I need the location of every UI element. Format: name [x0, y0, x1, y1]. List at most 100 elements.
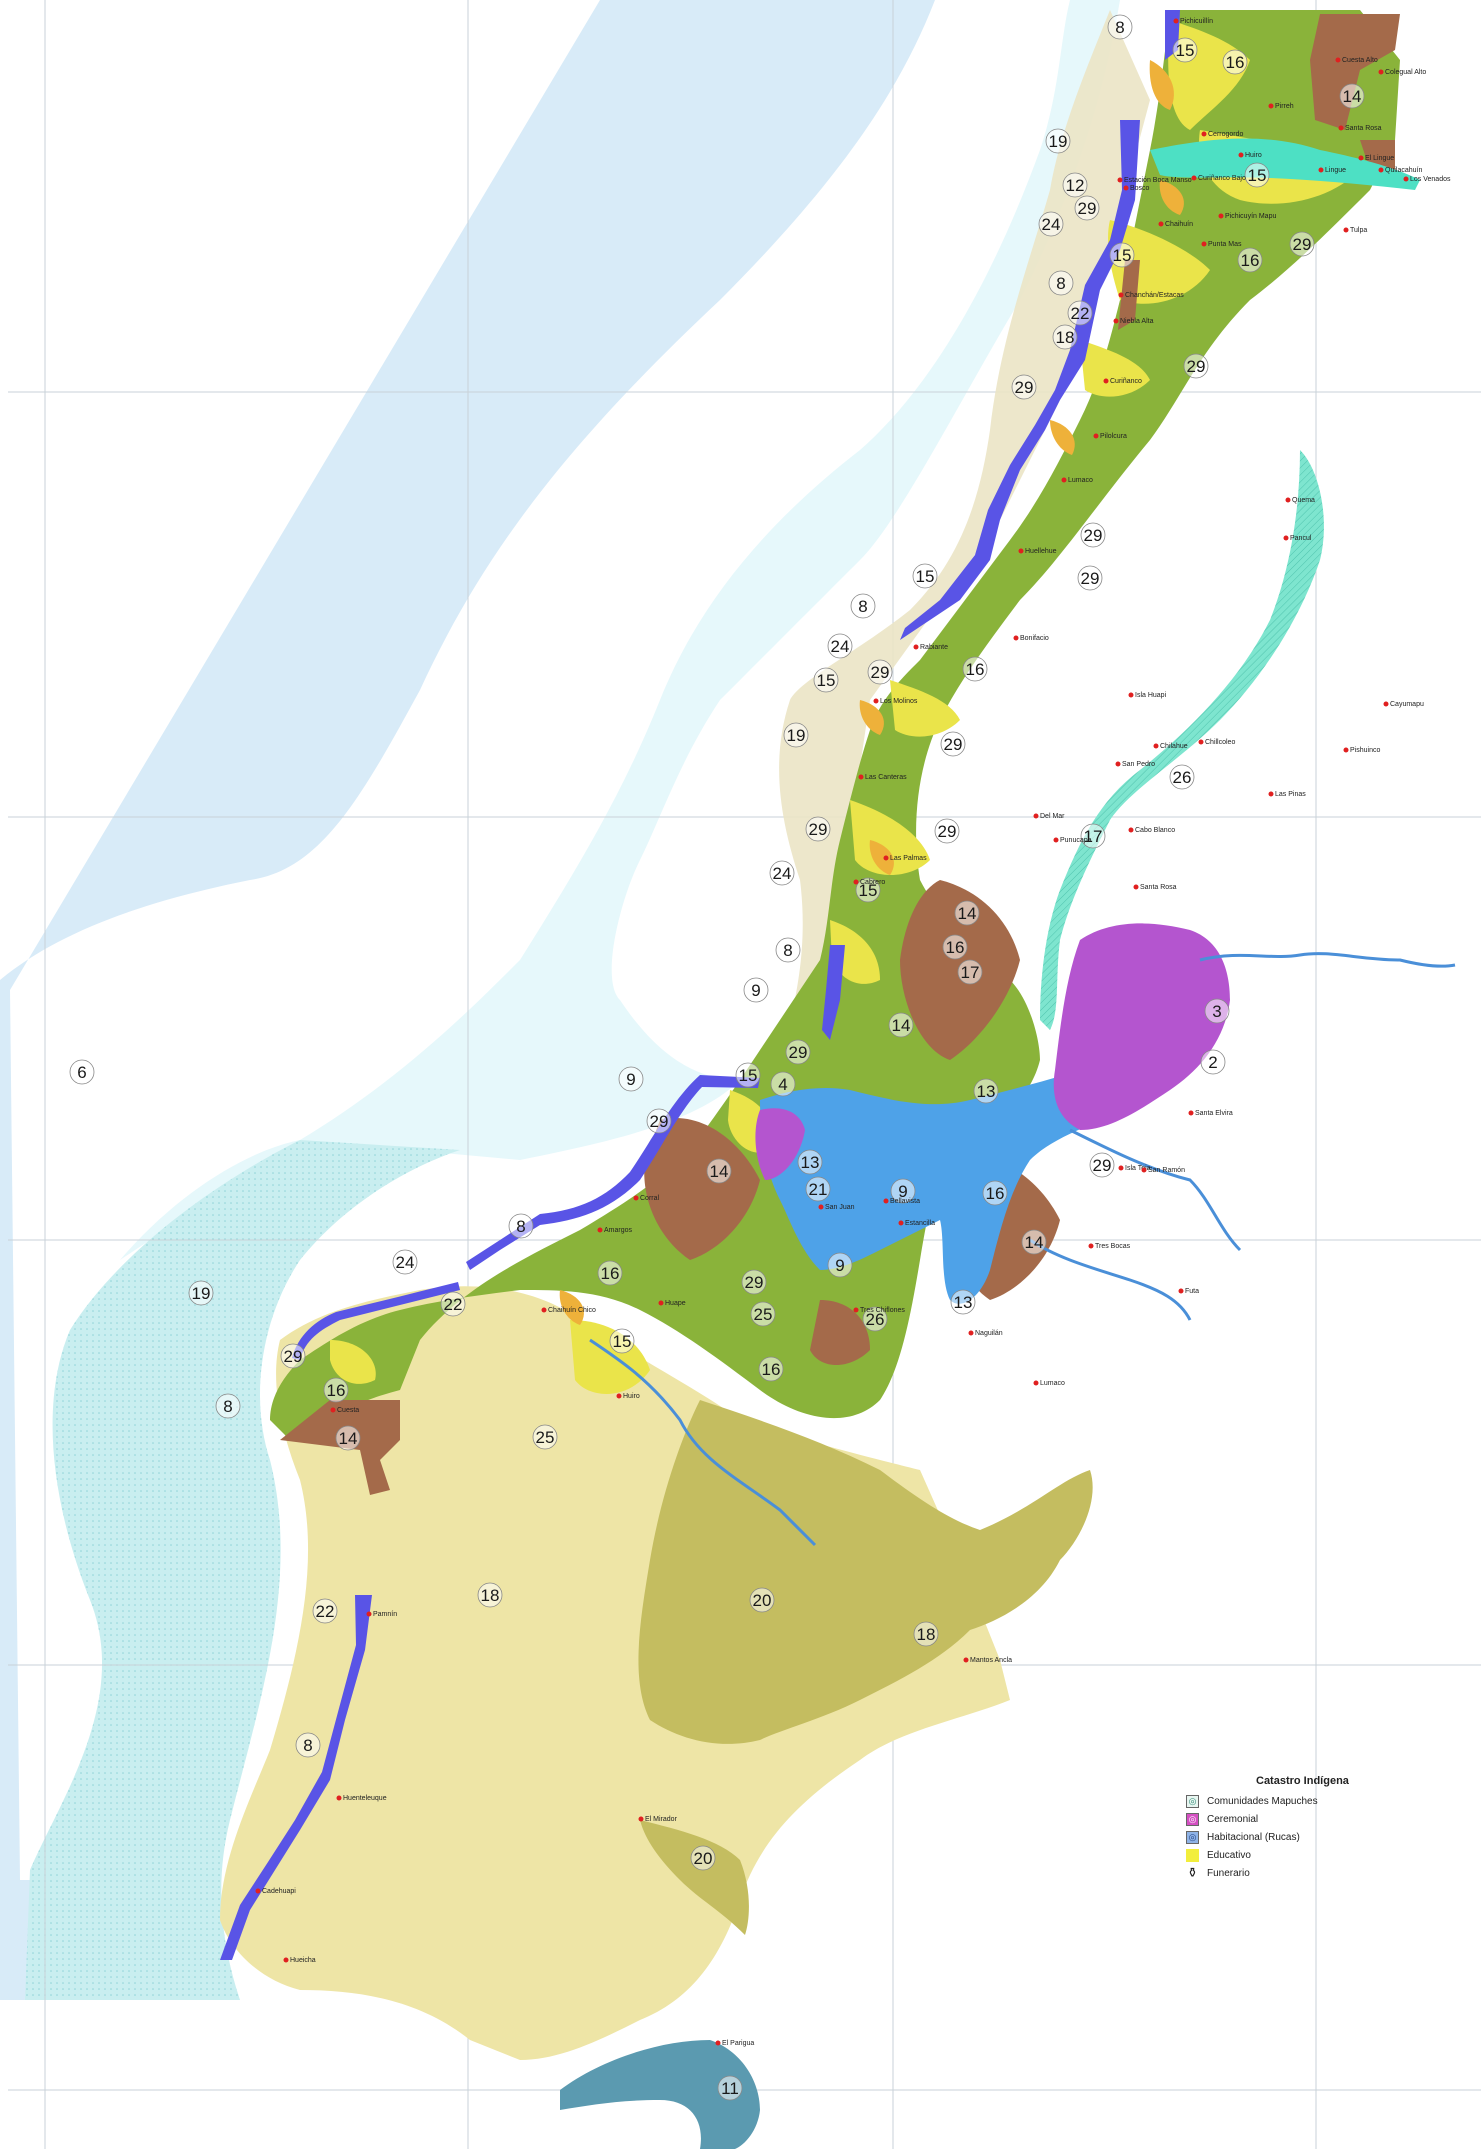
place-name: San Pedro — [1115, 761, 1155, 768]
zone-label-z19a: 19 — [1045, 128, 1071, 154]
zone-label-marker — [1074, 195, 1100, 221]
zone-label-marker — [775, 937, 801, 963]
zone-label-marker — [1109, 242, 1135, 268]
place-name: Punta Mas — [1201, 241, 1242, 248]
zone-label-marker — [1204, 998, 1230, 1024]
zone-label-z21: 21 — [805, 1176, 831, 1202]
zone-label-z15g: 15 — [735, 1062, 761, 1088]
place-dot — [898, 1220, 904, 1226]
place-dot — [1118, 1165, 1124, 1171]
zone-label-z22b: 22 — [440, 1291, 466, 1317]
place-name-text: San Ramón — [1148, 1167, 1185, 1174]
place-name: Cuesta Alto — [1335, 57, 1378, 64]
zone-label-z11: 11 — [717, 2075, 743, 2101]
zone-label-z14b: 14 — [954, 900, 980, 926]
place-name: Cabrero — [853, 879, 885, 886]
zone-label-z12: 12 — [1062, 172, 1088, 198]
zone-label-z8b: 8 — [1048, 270, 1074, 296]
zone-label-text: 20 — [694, 1849, 713, 1868]
hill-zone-20-south — [640, 1820, 749, 1935]
legend-item-dwelling: ◎ Habitacional (Rucas) — [1186, 1828, 1356, 1846]
zone-label-z8f: 8 — [215, 1393, 241, 1419]
place-name-text: Cabrero — [860, 879, 885, 886]
zone-label-text: 15 — [916, 567, 935, 586]
place-name-text: Lumaco — [1040, 1380, 1065, 1387]
zone-label-marker — [827, 633, 853, 659]
zone-label-z29g: 29 — [867, 659, 893, 685]
zone-label-marker — [188, 1280, 214, 1306]
zone-label-marker — [813, 667, 839, 693]
zone-label-z15e: 15 — [813, 667, 839, 693]
place-name-text: Huellehue — [1025, 548, 1057, 555]
place-name: El Mirador — [638, 1816, 678, 1823]
place-name: Niebla Alta — [1113, 318, 1154, 325]
zone-label-z29i: 29 — [805, 816, 831, 842]
zone-label-z20b: 20 — [690, 1845, 716, 1871]
legend-item-communities: ◎ Comunidades Mapuches — [1186, 1792, 1356, 1810]
zone-label-z29h: 29 — [940, 731, 966, 757]
legend-item-ceremonial: ◎ Ceremonial — [1186, 1810, 1356, 1828]
place-dot — [1318, 167, 1324, 173]
zone-label-z8c: 8 — [850, 593, 876, 619]
zone-label-marker — [783, 722, 809, 748]
legend-label: Funerario — [1207, 1867, 1250, 1879]
place-dot — [818, 1204, 824, 1210]
place-dot — [283, 1957, 289, 1963]
place-name-text: Chanchán/Estacas — [1125, 292, 1184, 299]
zone-label-text: 16 — [946, 938, 965, 957]
zone-label-z29c: 29 — [1183, 353, 1209, 379]
place-name-text: Tres Chiflones — [860, 1307, 905, 1314]
zone-label-z16c: 16 — [962, 656, 988, 682]
place-dot — [853, 1307, 859, 1313]
place-name: San Juan — [818, 1204, 855, 1211]
place-name-text: Cabo Blanco — [1135, 827, 1175, 834]
place-dot — [1141, 1167, 1147, 1173]
place-name: Lumaco — [1061, 477, 1093, 484]
place-name: Bosco — [1123, 185, 1150, 192]
place-name: Los Venados — [1403, 176, 1451, 183]
map-legend: Catastro Indígena ◎ Comunidades Mapuches… — [1186, 1775, 1356, 1882]
place-name-text: Pilolcura — [1100, 433, 1127, 440]
zone-label-z29k: 29 — [785, 1039, 811, 1065]
place-name: Cabo Blanco — [1128, 827, 1175, 834]
zone-label-marker — [717, 2075, 743, 2101]
zone-label-z15a: 15 — [1172, 37, 1198, 63]
place-name-text: Bellavista — [890, 1198, 920, 1205]
zone-label-z16f: 16 — [597, 1260, 623, 1286]
zone-label-text: 9 — [751, 981, 760, 1000]
zone-label-z8e: 8 — [508, 1213, 534, 1239]
zone-label-text: 24 — [831, 637, 850, 656]
zone-label-marker — [741, 1269, 767, 1295]
zone-label-marker — [973, 1078, 999, 1104]
zone-label-text: 19 — [192, 1284, 211, 1303]
place-name-text: Rabiante — [920, 644, 948, 651]
place-name-text: Pamnín — [373, 1611, 397, 1618]
zone-label-z18c: 18 — [913, 1621, 939, 1647]
zone-label-marker — [1107, 14, 1133, 40]
place-name: Chillcoleo — [1198, 739, 1235, 746]
zone-label-text: 8 — [858, 597, 867, 616]
place-name: Isla Teja — [1118, 1165, 1151, 1172]
zone-label-text: 19 — [787, 726, 806, 745]
zone-label-marker — [1021, 1229, 1047, 1255]
zone-label-z15b: 15 — [1244, 162, 1270, 188]
zone-label-text: 13 — [954, 1293, 973, 1312]
place-name: San Ramón — [1141, 1167, 1185, 1174]
place-name-text: Lumaco — [1068, 477, 1093, 484]
place-dot — [853, 879, 859, 885]
zone-label-text: 12 — [1066, 176, 1085, 195]
place-dot — [858, 774, 864, 780]
zone-label-text: 24 — [396, 1253, 415, 1272]
zone-label-z6: 6 — [69, 1059, 95, 1085]
zone-label-text: 29 — [809, 820, 828, 839]
place-name: Chaihuín — [1158, 221, 1193, 228]
zone-label-z16h: 16 — [323, 1377, 349, 1403]
place-dot — [1343, 227, 1349, 233]
place-dot — [1191, 175, 1197, 181]
zone-label-text: 29 — [745, 1273, 764, 1292]
zone-label-z22a: 22 — [1067, 300, 1093, 326]
legend-label: Habitacional (Rucas) — [1207, 1831, 1300, 1843]
zone-label-marker — [1062, 172, 1088, 198]
zone-label-marker — [609, 1328, 635, 1354]
